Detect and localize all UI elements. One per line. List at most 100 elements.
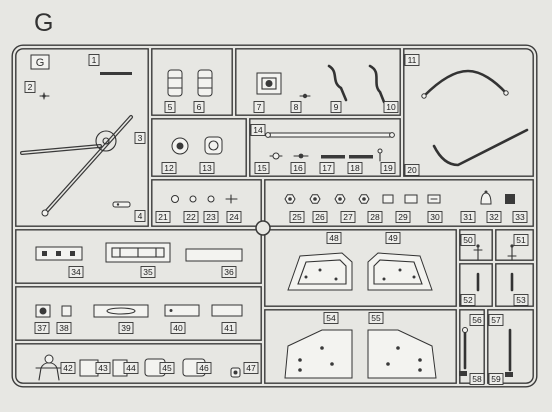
part-tag-box [134, 210, 146, 222]
part-number: 24 [229, 212, 239, 222]
part-number: 57 [491, 315, 501, 325]
part-29-drawing [382, 194, 394, 204]
part-number: 18 [350, 163, 360, 173]
part-tag-51: 51 [513, 234, 529, 246]
part-tag-13: 13 [199, 162, 215, 174]
part-tag-47: 47 [243, 362, 259, 374]
part-13-drawing [204, 136, 223, 155]
part-47-drawing [230, 367, 241, 378]
part-tag-box [404, 164, 420, 176]
part-14-drawing [265, 132, 395, 138]
part-number: 46 [199, 363, 209, 373]
part-tag-42: 42 [60, 362, 76, 374]
part-tag-59: 59 [488, 373, 504, 385]
part-tag-box [140, 266, 156, 278]
part-22-drawing [189, 195, 197, 203]
part-tag-box [118, 322, 134, 334]
part-tag-8: 8 [290, 101, 302, 113]
part-tag-box [319, 162, 335, 174]
part-number: 11 [408, 55, 417, 65]
part-number: 34 [71, 267, 81, 277]
part-tag-39: 39 [118, 322, 134, 334]
part-24-drawing [225, 194, 238, 204]
part-tag-box [427, 211, 443, 223]
part-number: 10 [386, 102, 396, 112]
part-tag-box [488, 314, 504, 326]
part-16-drawing [293, 153, 309, 159]
part-6-drawing [197, 69, 213, 97]
part-tag-box [404, 54, 420, 66]
part-tag-box [164, 101, 176, 113]
part-tag-box [367, 211, 383, 223]
part-number: 44 [126, 363, 136, 373]
part-tag-31: 31 [460, 211, 476, 223]
part-number: 8 [294, 102, 299, 112]
part-tag-7: 7 [253, 101, 265, 113]
part-tag-25: 25 [289, 211, 305, 223]
part-number: 41 [224, 323, 234, 333]
part-tag-box [24, 81, 36, 93]
part-43-drawing [79, 359, 99, 377]
part-tag-49: 49 [385, 232, 401, 244]
part-tag-14: 14 [250, 124, 266, 136]
part-32-drawing [480, 190, 492, 205]
part-tag-box [460, 234, 476, 246]
sprue-title: G [34, 9, 53, 37]
part-42-drawing [35, 354, 63, 381]
part-tag-30: 30 [427, 211, 443, 223]
sprue-hub [255, 220, 271, 236]
part-tag-19: 19 [380, 162, 396, 174]
part-tag-box [221, 266, 237, 278]
part-tag-50: 50 [460, 234, 476, 246]
sprue-frame [11, 44, 538, 388]
part-number: 2 [28, 82, 33, 92]
part-tag-23: 23 [203, 211, 219, 223]
sprue-label-plate: G [30, 54, 50, 70]
part-tag-18: 18 [347, 162, 363, 174]
part-27-drawing [334, 194, 346, 204]
part-31-drawing [427, 194, 441, 204]
part-4-drawing [112, 201, 131, 208]
part-number: 43 [98, 363, 108, 373]
part-tag-box [203, 211, 219, 223]
part-tag-56: 56 [469, 314, 485, 326]
part-tag-box [380, 162, 396, 174]
part-number: 13 [202, 163, 212, 173]
part-54-drawing [284, 329, 353, 379]
part-tag-box [469, 373, 485, 385]
part-number: 48 [329, 233, 339, 243]
part-tag-box [368, 312, 384, 324]
part-number: 14 [253, 125, 263, 135]
part-tag-10: 10 [383, 101, 399, 113]
part-tag-box [161, 162, 177, 174]
part-tag-6: 6 [193, 101, 205, 113]
part-number: 38 [59, 323, 69, 333]
part-tag-2: 2 [24, 81, 36, 93]
part-59-drawing [505, 372, 513, 377]
part-28-drawing [358, 194, 370, 204]
part-tag-29: 29 [395, 211, 411, 223]
part-tag-52: 52 [460, 294, 476, 306]
part-tag-32: 32 [486, 211, 502, 223]
part-tag-40: 40 [170, 322, 186, 334]
part-tag-box [243, 362, 259, 374]
part-tag-9: 9 [330, 101, 342, 113]
part-tag-35: 35 [140, 266, 156, 278]
part-number: 49 [388, 233, 398, 243]
part-tag-15: 15 [254, 162, 270, 174]
part-tag-45: 45 [159, 362, 175, 374]
part-tag-box [289, 211, 305, 223]
part-number: 29 [398, 212, 408, 222]
part-34-drawing [35, 246, 83, 261]
part-10-drawing [368, 64, 386, 104]
part-number: 31 [463, 212, 473, 222]
part-tag-box [253, 101, 265, 113]
part-tag-box [193, 101, 205, 113]
part-tag-41: 41 [221, 322, 237, 334]
part-tag-box [226, 211, 242, 223]
part-49-drawing [367, 252, 433, 291]
part-tag-box [385, 232, 401, 244]
part-50-drawing [473, 244, 483, 261]
part-tag-box [513, 294, 529, 306]
part-tag-box [513, 234, 529, 246]
